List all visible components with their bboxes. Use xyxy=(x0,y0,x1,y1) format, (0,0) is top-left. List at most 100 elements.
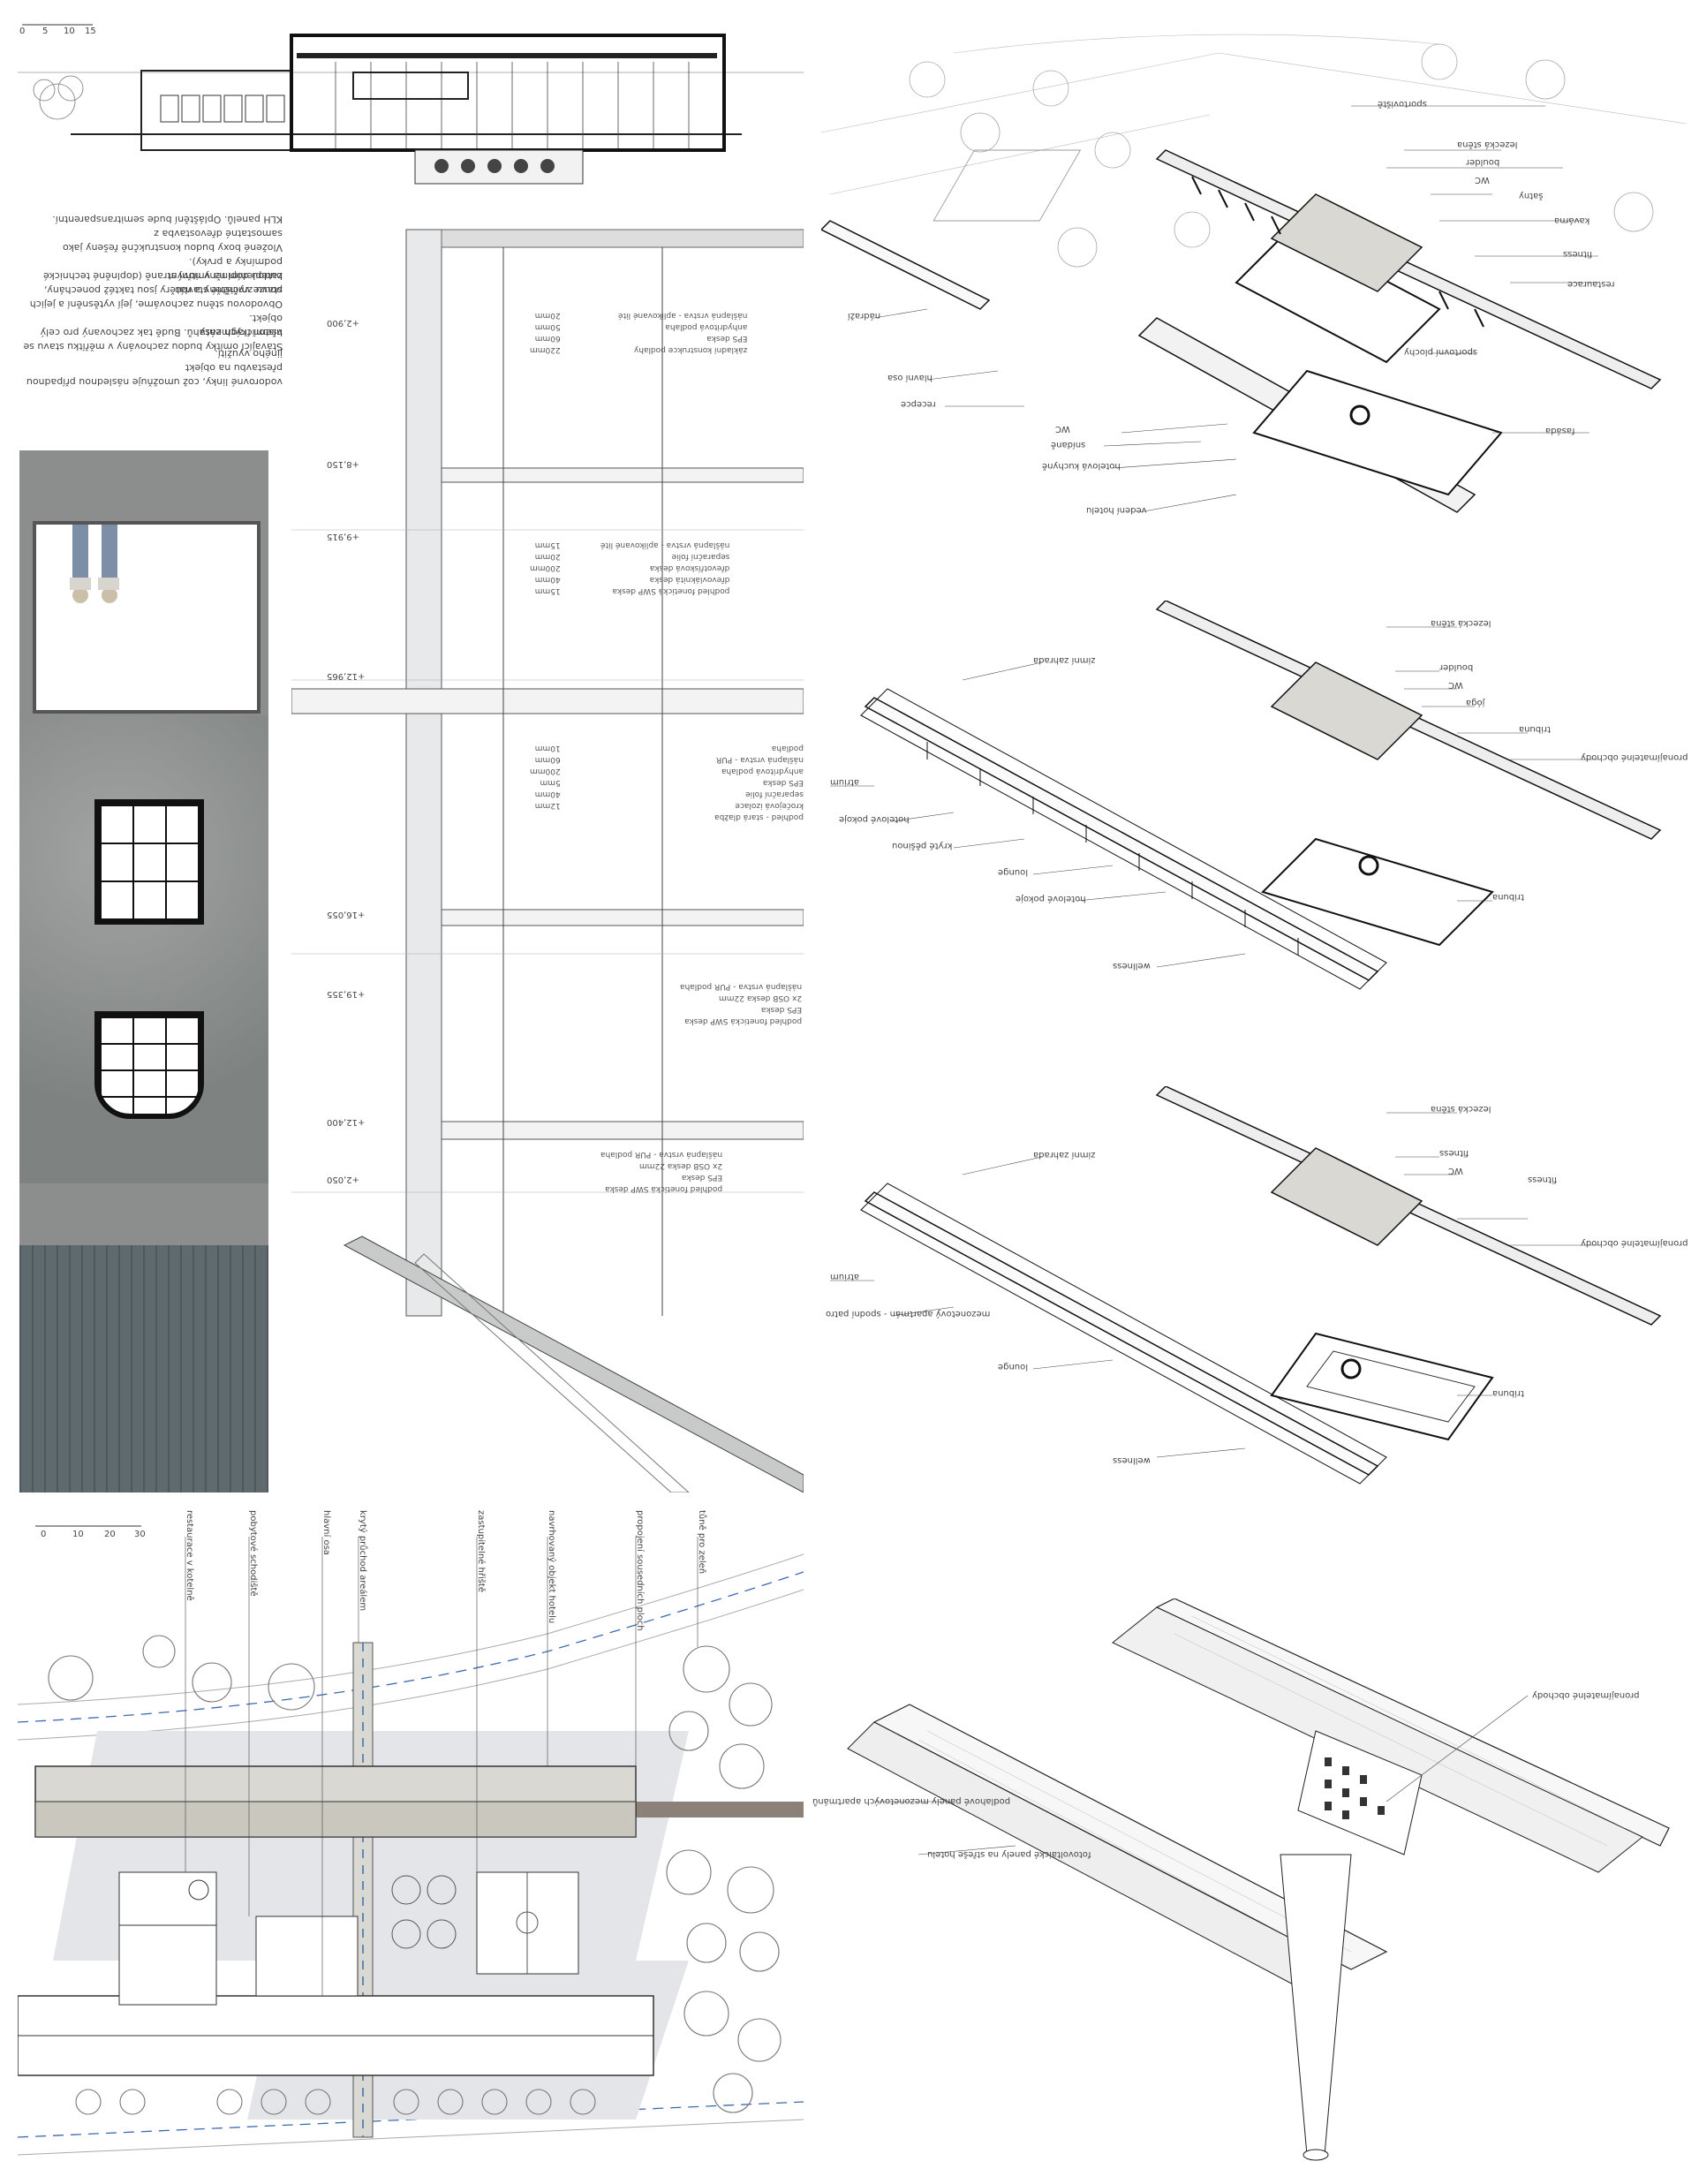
axo3-obchody: pronajímatelné obchody xyxy=(1581,1238,1688,1248)
axo3-fitness: fitness xyxy=(1439,1148,1469,1158)
description-text: KLH panelů. Opláštění bude semitranspare… xyxy=(18,212,283,388)
site-scale-10: 10 xyxy=(72,1530,84,1539)
axo3-fitness2: fitness xyxy=(1528,1175,1558,1184)
axo1-fitness: fitness xyxy=(1563,249,1593,259)
section-scale-15: 15 xyxy=(85,26,96,36)
wall-detail-section: +2,900 +8,150 +9,915 +12,965 +16,055 +19… xyxy=(291,221,804,1493)
text-line-8: jiného využití. xyxy=(215,348,283,359)
site-plan: 0 10 20 30 restaurace v kotelně pobytové… xyxy=(17,1501,804,2173)
section-scale-5: 5 xyxy=(42,26,49,36)
axo3-wc: WC xyxy=(1448,1166,1463,1175)
axo1-hlavni-osa: hlavní osa xyxy=(887,373,933,382)
site-label-axis: hlavní osa xyxy=(321,1510,331,1555)
people-silhouettes xyxy=(68,525,130,622)
text-line-5: Obvodovou stěnu zachováme, její vytěsněn… xyxy=(29,284,283,310)
axonometry-second-floor: lezecká stěna fitness WC fitness pronají… xyxy=(821,1085,1688,1510)
axo2-lounge: lounge xyxy=(998,867,1029,877)
axo1-kuchyne: hotelová kuchyně xyxy=(1042,461,1121,471)
axo2-pokoje: hotelové pokoje xyxy=(839,814,910,824)
site-label-greenery: tůně pro zeleň xyxy=(697,1510,706,1575)
axo1-satny: šatny xyxy=(1519,191,1544,200)
axo2-obchody: pronajímatelné obchody xyxy=(1581,752,1688,762)
axo2-joga: jóga xyxy=(1466,698,1485,707)
axo2-tribuna2: tribuna xyxy=(1492,892,1524,902)
window-arch-lower xyxy=(94,1011,204,1119)
text-line-2: Vložené boxy budou konstrukčně řešeny ja… xyxy=(62,228,283,253)
axo1-sportovni: sportovní plochy xyxy=(1404,347,1478,357)
site-scale-30: 30 xyxy=(134,1530,146,1539)
axo2-zimni-zahrada: zimní zahrada xyxy=(1033,655,1096,665)
axo1-boulder: boulder xyxy=(1466,157,1500,167)
axo3-wellness: wellness xyxy=(1113,1455,1151,1465)
axo4-fotovoltaicke: fotovoltaické panely na střeše hotelu xyxy=(927,1849,1091,1859)
axo2-wellness: wellness xyxy=(1113,961,1151,971)
site-label-hotel: navrhovaný objekt hotelu xyxy=(547,1510,556,1624)
axo2-pokoje2: hotelové pokoje xyxy=(1016,894,1086,903)
axo1-nadrazi: nádraží xyxy=(848,311,881,321)
level-5: +16,055 xyxy=(327,910,366,919)
axo2-wc: WC xyxy=(1448,680,1463,690)
axo3-zimni: zimní zahrada xyxy=(1033,1150,1096,1160)
axo4-drawing xyxy=(847,1598,1670,2161)
window-grid-upper xyxy=(94,799,204,925)
axo4-obchody: pronajímatelné obchody xyxy=(1532,1690,1640,1700)
level-8: +2,050 xyxy=(327,1175,360,1184)
axo1-recepce: recepce xyxy=(901,399,936,409)
axo1-snidane: snídaně xyxy=(1051,440,1086,450)
level-3: +9,915 xyxy=(327,532,360,541)
axo1-kavarna: kavárna xyxy=(1554,215,1590,225)
site-label-connection: propojení sousedních ploch xyxy=(635,1510,645,1631)
building-section: 0 5 10 15 xyxy=(18,18,804,194)
wooden-cladding xyxy=(19,1245,268,1493)
axonometry-ground: sportoviště lezecká stěna boulder WC šat… xyxy=(819,18,1688,539)
level-7: +12,400 xyxy=(327,1117,366,1127)
section-drawing xyxy=(18,24,804,185)
site-label-kotelna: restaurace v kotelně xyxy=(185,1510,194,1601)
axonometry-first-floor: lezecká stěna boulder WC jóga tribuna pr… xyxy=(821,600,1688,1007)
axo1-sportoviste: sportoviště xyxy=(1378,99,1427,109)
level-1: +2,900 xyxy=(327,318,360,328)
photo-collage xyxy=(19,450,268,1493)
axo3-lounge: lounge xyxy=(998,1362,1029,1372)
level-4: +12,965 xyxy=(327,671,366,681)
site-label-passage: krytý průchod areálem xyxy=(358,1510,367,1612)
axo2-atrium: atrium xyxy=(830,777,860,787)
site-label-stairs: pobytové schodiště xyxy=(248,1510,258,1597)
site-scale-20: 20 xyxy=(104,1530,116,1539)
site-scale-0: 0 xyxy=(41,1530,47,1539)
axonometry-roof: pronajímatelné obchody podlahové panely … xyxy=(812,1598,1687,2173)
axo1-vedeni: vedení hotelu xyxy=(1086,505,1147,515)
axo1-fasada: fasáda xyxy=(1545,426,1575,435)
axo3-tribuna: tribuna xyxy=(1492,1388,1524,1398)
site-label-playground: zastupitelné hřiště xyxy=(476,1510,486,1593)
text-line-1: KLH panelů. Opláštění bude semitranspare… xyxy=(52,214,283,225)
axo3-lezecka: lezecká stěna xyxy=(1431,1104,1491,1114)
axo1-lezecka: lezecká stěna xyxy=(1457,140,1518,149)
axo2-boulder: boulder xyxy=(1439,662,1474,672)
text-line-9: vodorovné linky, což umožňuje následnou … xyxy=(26,362,283,388)
axo4-podlahove: podlahové panely mezonetových apartmánů xyxy=(812,1796,1011,1806)
axo3-mezonet: mezonetový apartmán - spodní patro xyxy=(826,1309,991,1319)
axo1-wc2: WC xyxy=(1055,424,1070,434)
axo1-restaurace: restaurace xyxy=(1567,279,1615,289)
level-2: +8,150 xyxy=(327,459,360,469)
axo1-wc: WC xyxy=(1475,175,1490,185)
axo2-drawing xyxy=(830,600,1662,990)
sky-opening xyxy=(33,521,261,714)
site-drawing xyxy=(17,1525,804,2156)
detail-drawing xyxy=(291,229,804,1493)
section-scale-0: 0 xyxy=(19,26,26,36)
axo3-atrium: atrium xyxy=(830,1272,860,1281)
axo2-lezecka: lezecká stěna xyxy=(1431,618,1491,628)
axo2-kryte: kryté pěšinou xyxy=(892,841,953,850)
level-6: +19,355 xyxy=(327,989,366,999)
section-scale-10: 10 xyxy=(64,26,75,36)
